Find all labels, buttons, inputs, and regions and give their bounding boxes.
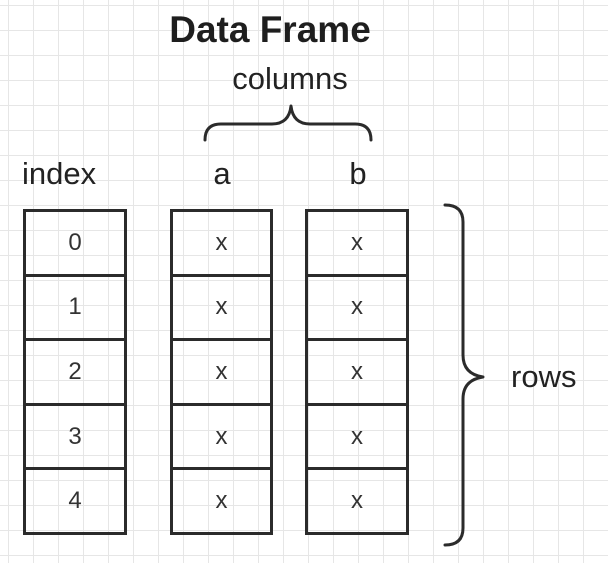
index-cell: 4: [68, 487, 82, 515]
rows-label: rows: [511, 359, 577, 394]
index-cell: 2: [26, 341, 124, 406]
index-cell: 3: [26, 406, 124, 471]
columns-label: columns: [232, 61, 348, 96]
column-b-cell: x: [351, 487, 363, 515]
column-a-cell: x: [173, 277, 270, 342]
column-b-cell: x: [308, 212, 406, 277]
columns-brace: [203, 104, 373, 142]
column-b-cell: x: [308, 406, 406, 471]
column-a-cell: x: [173, 212, 270, 277]
column-b-cell: x: [308, 277, 406, 342]
column-b: x x x x x: [305, 209, 409, 535]
column-a-header: a: [213, 156, 231, 191]
index-cell: 1: [26, 277, 124, 342]
index-header: index: [22, 156, 97, 191]
column-b-header: b: [349, 156, 367, 191]
index-cell: 0: [26, 212, 124, 277]
column-a-cell: x: [173, 406, 270, 471]
diagram-title: Data Frame: [169, 9, 371, 50]
rows-brace: [443, 203, 485, 547]
index-column: 0 1 2 3 4: [23, 209, 127, 535]
column-a-cell: x: [173, 341, 270, 406]
column-b-cell: x: [308, 341, 406, 406]
column-a: x x x x x: [170, 209, 273, 535]
column-a-cell: x: [215, 487, 228, 515]
